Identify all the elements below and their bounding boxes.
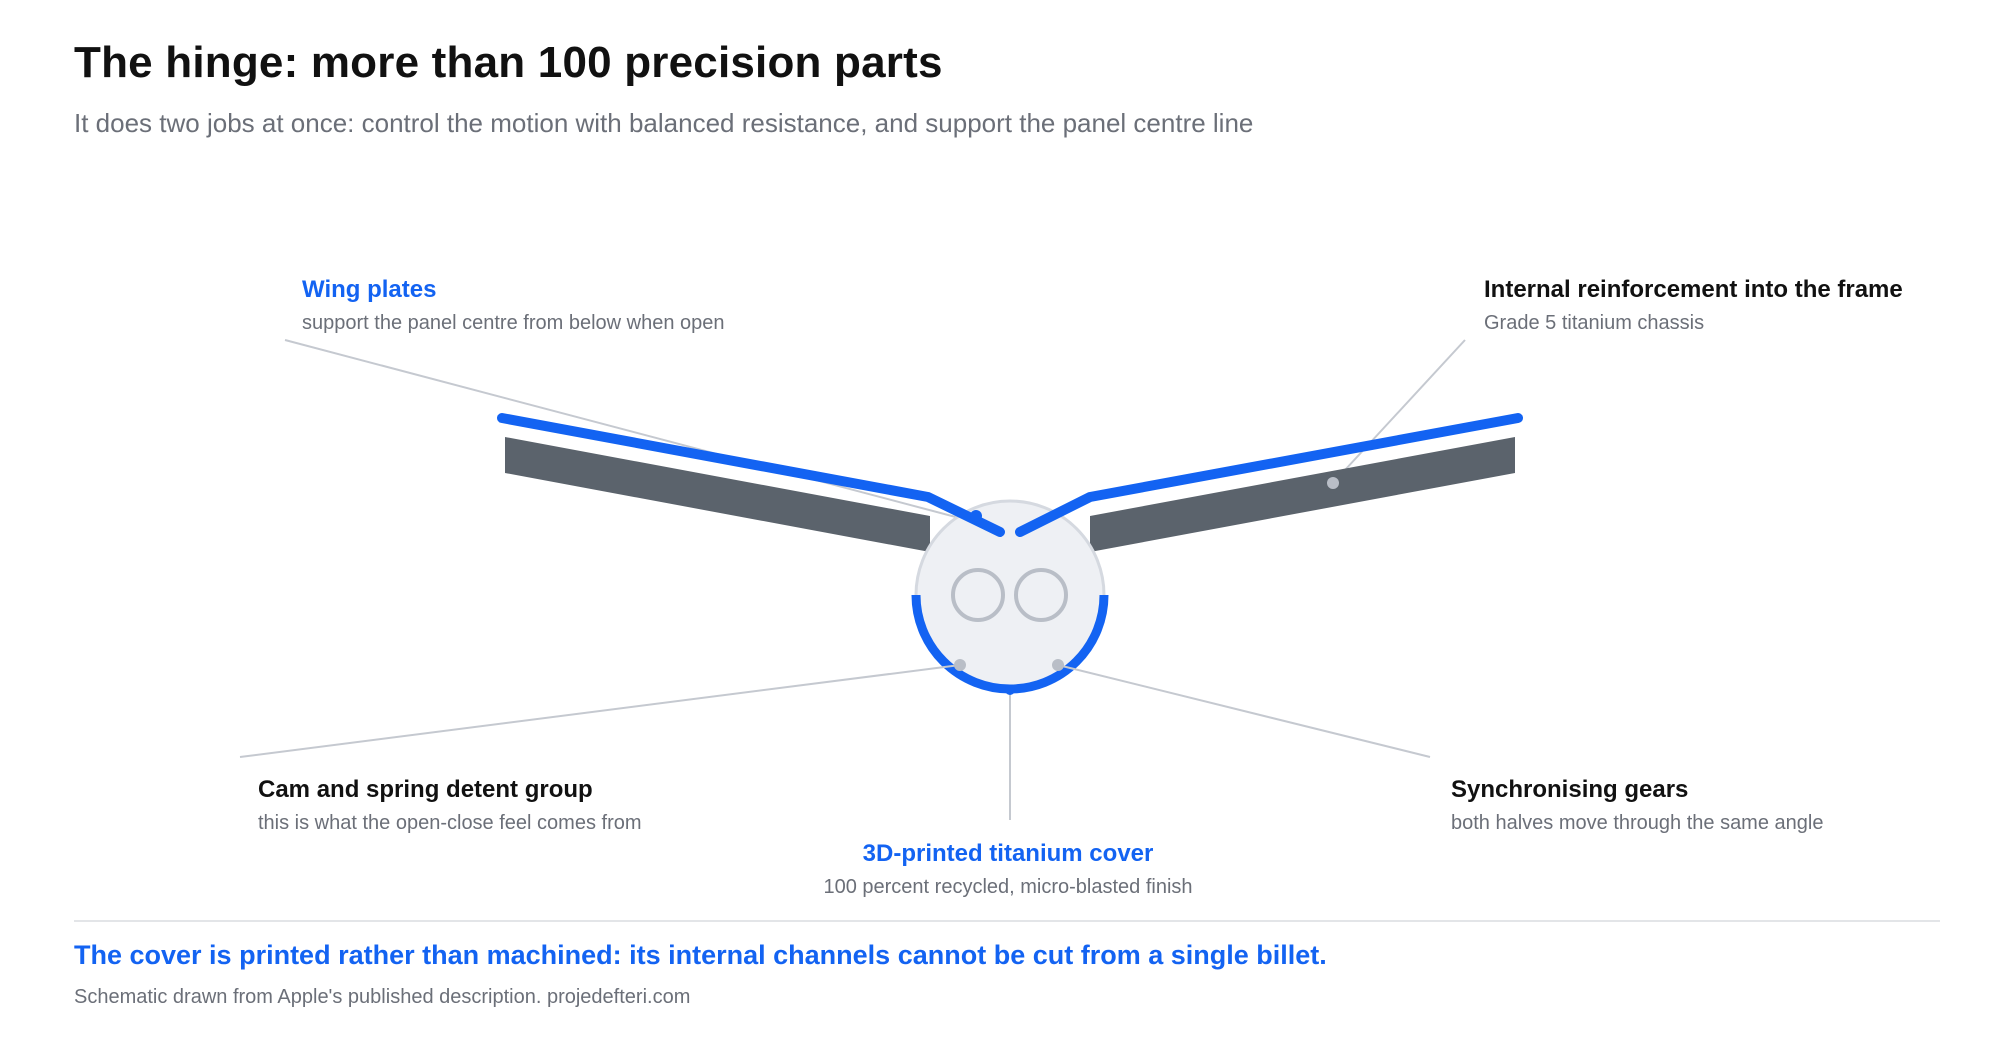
- sync-gears-leader: [1057, 664, 1431, 758]
- right-wing-plate: [1015, 413, 1523, 537]
- footer-divider: [74, 920, 1940, 922]
- sync-gears-desc: both halves move through the same angle: [1451, 812, 1824, 834]
- reinforcement-title: Internal reinforcement into the frame: [1484, 276, 1903, 303]
- wing-plates-desc: support the panel centre from below when…: [302, 312, 725, 334]
- cam-spring-label: Cam and spring detent group this is what…: [258, 776, 642, 835]
- cover-desc: 100 percent recycled, micro-blasted fini…: [823, 876, 1193, 898]
- wing-plates-label: Wing plates support the panel centre fro…: [302, 276, 725, 335]
- cam-spring-anchor-dot: [954, 659, 966, 671]
- left-panel: [505, 437, 930, 552]
- source-note: Schematic drawn from Apple's published d…: [74, 986, 691, 1008]
- page-subtitle: It does two jobs at once: control the mo…: [74, 108, 1254, 138]
- page-title: The hinge: more than 100 precision parts: [74, 38, 943, 87]
- reinforcement-label: Internal reinforcement into the frame Gr…: [1484, 276, 1903, 335]
- cover-title: 3D-printed titanium cover: [862, 840, 1154, 867]
- wing-plates-leader: [284, 339, 1006, 531]
- wing-plates-title: Wing plates: [302, 276, 437, 303]
- wing-plates-anchor-dot: [970, 510, 982, 522]
- reinforcement-leader: [1332, 339, 1466, 484]
- reinforcement-anchor-dot: [1327, 477, 1339, 489]
- sync-gears-anchor-dot: [1052, 659, 1064, 671]
- cam-spring-desc: this is what the open-close feel comes f…: [258, 812, 642, 834]
- sync-gears-title: Synchronising gears: [1451, 776, 1689, 803]
- cam-spring-title: Cam and spring detent group: [258, 776, 593, 803]
- left-gear: [951, 568, 1005, 622]
- sync-gears-label: Synchronising gears both halves move thr…: [1451, 776, 1823, 835]
- cam-spring-leader: [239, 664, 961, 758]
- footer-callout: The cover is printed rather than machine…: [74, 940, 1327, 970]
- reinforcement-desc: Grade 5 titanium chassis: [1484, 312, 1705, 334]
- right-panel: [1090, 437, 1515, 552]
- right-gear: [1014, 568, 1068, 622]
- cover-anchor-dot: [1005, 685, 1015, 695]
- cover-label: 3D-printed titanium cover 100 percent re…: [823, 840, 1192, 899]
